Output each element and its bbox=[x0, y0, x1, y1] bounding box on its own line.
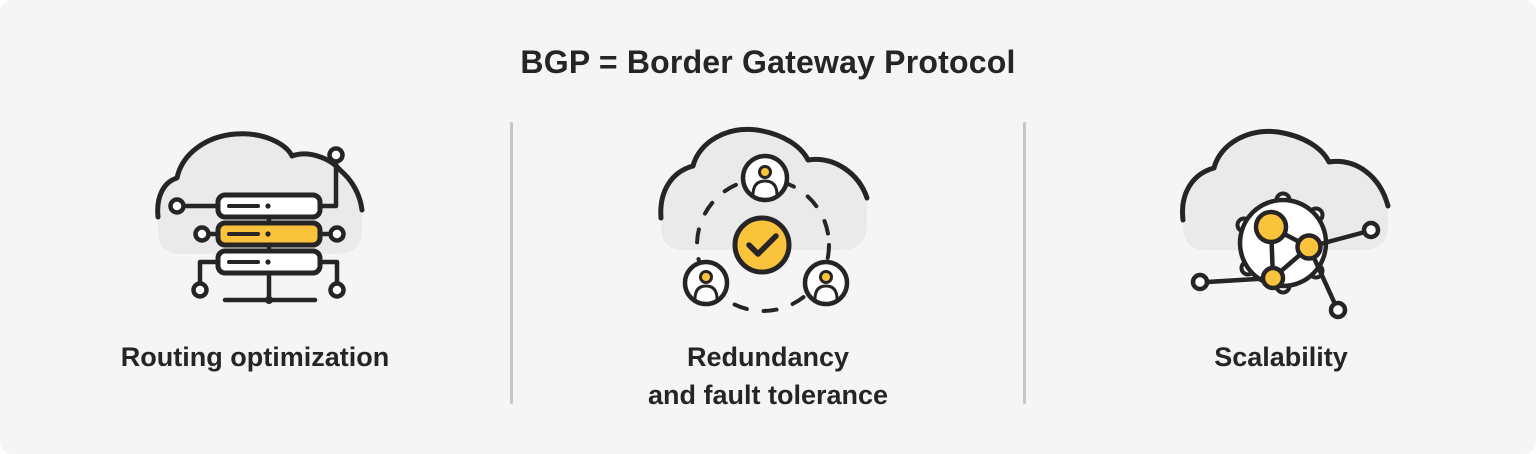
feature-routing-optimization: Routing optimization bbox=[0, 120, 510, 376]
cloud-server-stack-icon bbox=[140, 120, 370, 320]
page-title: BGP = Border Gateway Protocol bbox=[520, 44, 1016, 80]
feature-label-routing: Routing optimization bbox=[120, 342, 390, 372]
cloud-network-globe-icon bbox=[1166, 120, 1396, 320]
check-badge bbox=[732, 215, 792, 275]
cloud-shape bbox=[1180, 128, 1391, 250]
cloud-server-stack-graphic bbox=[155, 131, 365, 304]
features-row: Routing optimization bbox=[0, 120, 1536, 414]
divider bbox=[1023, 122, 1026, 404]
user-avatar-top bbox=[740, 153, 790, 203]
feature-label-redundancy: Redundancy and fault tolerance bbox=[647, 342, 889, 410]
cloud-network-globe-graphic bbox=[1180, 128, 1391, 320]
network-nodes bbox=[1253, 209, 1323, 291]
user-avatar-right bbox=[802, 259, 850, 307]
network-connectors bbox=[168, 146, 346, 304]
feature-label-scalability: Scalability bbox=[1214, 342, 1348, 372]
feature-redundancy: Redundancy and fault tolerance bbox=[513, 120, 1023, 414]
server-stack bbox=[215, 192, 323, 276]
divider bbox=[510, 122, 513, 404]
cloud-users-check-graphic bbox=[658, 126, 870, 313]
feature-scalability: Scalability bbox=[1026, 120, 1536, 376]
cloud-users-check-icon bbox=[653, 120, 883, 320]
user-avatar-left bbox=[682, 259, 730, 307]
